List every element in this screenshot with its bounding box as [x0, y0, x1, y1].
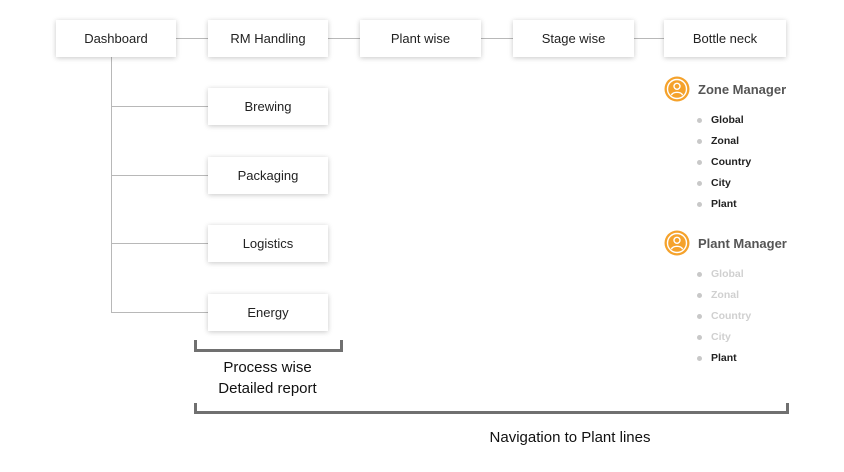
plant-manager-title: Plant Manager: [698, 235, 787, 251]
stage-wise-node[interactable]: Stage wise: [513, 20, 634, 57]
zone-manager-header: Zone Manager: [664, 76, 786, 102]
rm-handling-node[interactable]: RM Handling: [208, 20, 328, 57]
level-item: Country: [697, 152, 751, 173]
level-item: City: [697, 327, 751, 348]
zone-manager-levels: Global Zonal Country City Plant: [697, 110, 751, 215]
process-bracket: [194, 340, 343, 352]
level-item: Global: [697, 110, 751, 131]
level-item: Zonal: [697, 285, 751, 306]
plant-manager-header: Plant Manager: [664, 230, 787, 256]
process-caption-line2: Detailed report: [218, 380, 317, 397]
zone-manager-title: Zone Manager: [698, 81, 787, 97]
level-item: Zonal: [697, 131, 751, 152]
bottle-neck-node[interactable]: Bottle neck: [664, 20, 786, 57]
process-caption: Process wise Detailed report: [175, 357, 360, 399]
logistics-node[interactable]: Logistics: [208, 225, 328, 262]
connector-top-3: [481, 38, 513, 39]
connector-vertical: [111, 57, 112, 313]
energy-node[interactable]: Energy: [208, 294, 328, 331]
connector-top-4: [634, 38, 664, 39]
level-item: Global: [697, 264, 751, 285]
navigation-caption: Navigation to Plant lines: [489, 429, 651, 446]
level-item: Plant: [697, 194, 751, 215]
packaging-node[interactable]: Packaging: [208, 157, 328, 194]
connector-branch-packaging: [111, 175, 208, 176]
connector-top-1: [176, 38, 208, 39]
connector-branch-logistics: [111, 243, 208, 244]
brewing-node[interactable]: Brewing: [208, 88, 328, 125]
plant-manager-levels: Global Zonal Country City Plant: [697, 264, 751, 369]
level-item: City: [697, 173, 751, 194]
level-item: Country: [697, 306, 751, 327]
connector-top-2: [328, 38, 360, 39]
navigation-bracket: [194, 403, 789, 414]
dashboard-node[interactable]: Dashboard: [56, 20, 176, 57]
process-caption-line1: Process wise: [223, 359, 312, 376]
plant-wise-node[interactable]: Plant wise: [360, 20, 481, 57]
connector-branch-energy: [111, 312, 208, 313]
user-icon: [664, 230, 690, 256]
level-item: Plant: [697, 348, 751, 369]
user-icon: [664, 76, 690, 102]
connector-branch-brewing: [111, 106, 208, 107]
